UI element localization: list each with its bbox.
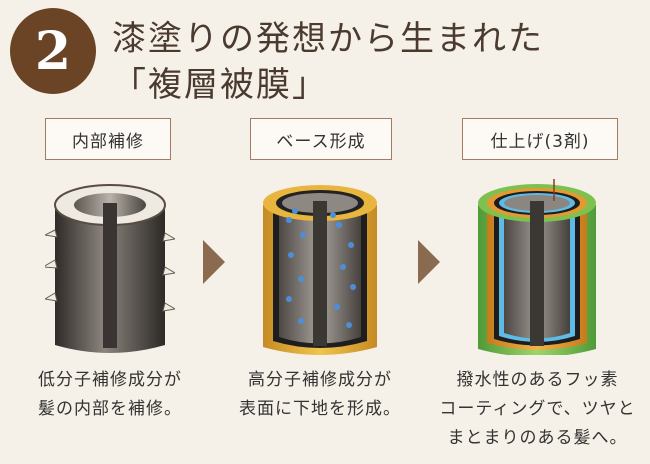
panel-label-internal-repair: 内部補修: [45, 118, 171, 160]
panel-label-finish: 仕上げ(3剤): [462, 118, 618, 160]
panel-label-base-formation: ベース形成: [250, 118, 392, 160]
page-title: 漆塗りの発想から生まれた 「複層被膜」: [112, 16, 640, 108]
step-number-badge: 2: [10, 8, 96, 94]
caption-line: 高分子補修成分が: [248, 370, 392, 390]
caption-base-formation: 高分子補修成分が 表面に下地を形成。: [230, 366, 410, 424]
panel-label-text: 仕上げ(3剤): [490, 131, 590, 152]
caption-line: 髪の内部を補修。: [38, 399, 182, 419]
title-line-1: 漆塗りの発想から生まれた: [112, 19, 544, 59]
caption-line: コーティングで、ツヤと: [439, 399, 636, 419]
caption-internal-repair: 低分子補修成分が 髪の内部を補修。: [20, 366, 200, 424]
arrow-icon: [203, 240, 225, 284]
panel-label-text: ベース形成: [276, 131, 366, 152]
arrow-icon: [418, 240, 440, 284]
caption-line: 表面に下地を形成。: [239, 399, 401, 419]
panel-label-text: 内部補修: [72, 131, 144, 152]
damaged-hair-icon: [45, 184, 175, 353]
step-number: 2: [34, 20, 72, 82]
caption-finish: 撥水性のあるフッ素 コーティングで、ツヤと まとまりのある髪へ。: [430, 366, 645, 453]
hair-multilayer-coating-icon: [478, 179, 596, 355]
caption-line: まとまりのある髪へ。: [447, 428, 628, 448]
title-line-2: 「複層被膜」: [112, 65, 328, 105]
hair-base-layer-icon: [263, 185, 377, 355]
caption-line: 撥水性のあるフッ素: [456, 370, 619, 390]
caption-line: 低分子補修成分が: [38, 370, 182, 390]
